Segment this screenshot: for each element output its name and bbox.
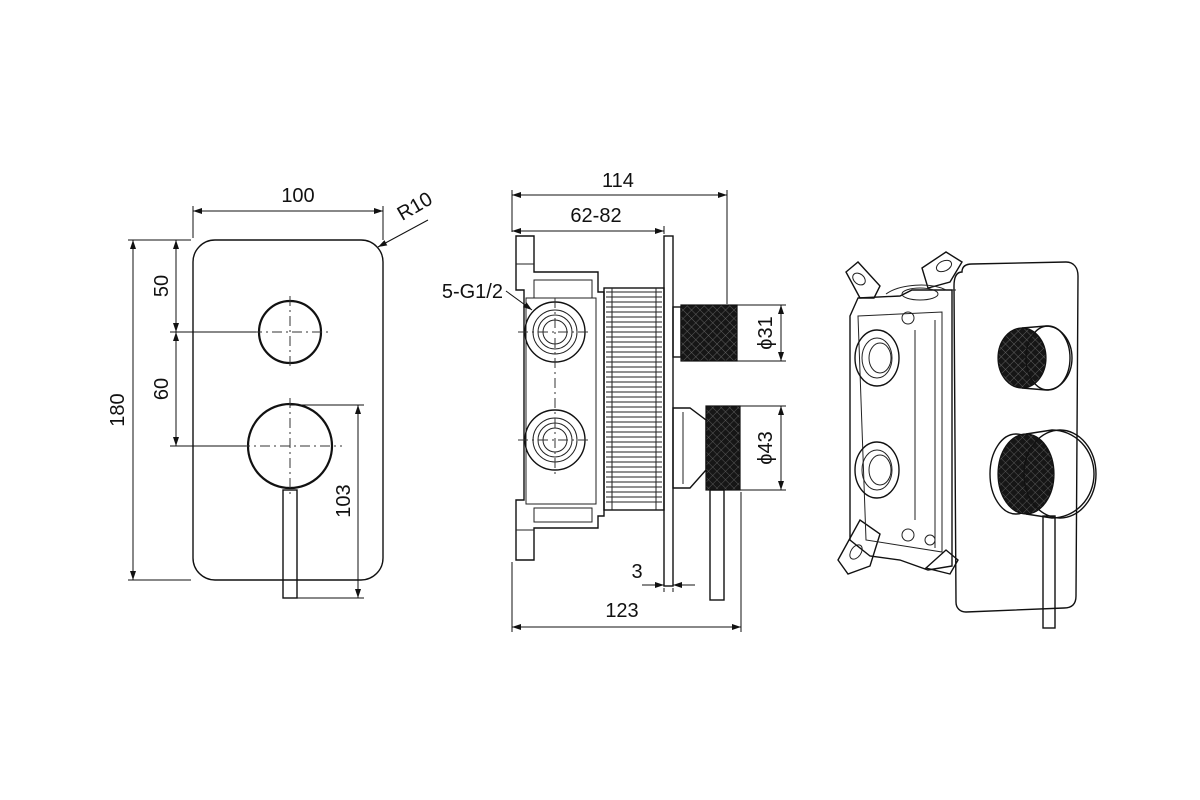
iso-lever-handle — [1042, 515, 1056, 629]
total-depth-label: 123 — [605, 600, 638, 622]
iso-box-body — [849, 284, 953, 571]
top-to-upper-knob-label: 50 — [151, 275, 173, 297]
dimension-knob-spacing: 60 — [151, 332, 246, 447]
iso-upper-knob — [997, 325, 1073, 391]
mounting-ear-top-right — [921, 251, 963, 289]
iso-upper-port — [854, 329, 900, 387]
side-view: 114 62-82 5-G1/2 ϕ31 ϕ43 — [442, 170, 786, 632]
iso-lower-knob — [989, 429, 1097, 519]
plate-thickness-label: 3 — [631, 561, 642, 583]
side-cover-plate — [663, 235, 674, 587]
dimension-knob-to-lever-end: 103 — [290, 404, 364, 599]
iso-body-bosses — [901, 311, 936, 548]
radius-label: R10 — [394, 188, 437, 225]
mounting-ear-bottom-right — [924, 549, 959, 575]
iso-lower-port — [854, 441, 900, 499]
mounting-ear-top-left — [845, 261, 881, 299]
dimension-height: 180 — [107, 239, 191, 581]
upper-knurled-knob — [672, 304, 738, 362]
upper-knob-diameter-label: ϕ31 — [755, 316, 777, 349]
lever-handle-front — [282, 489, 298, 599]
dimension-lower-knob-diameter: ϕ43 — [740, 405, 786, 491]
dimension-total-depth: 123 — [511, 492, 742, 632]
overall-depth-label: 114 — [602, 170, 634, 192]
ports-label: 5-G1/2 — [442, 281, 503, 303]
height-label: 180 — [107, 393, 129, 426]
width-label: 100 — [281, 185, 314, 207]
dimension-upper-knob-diameter: ϕ31 — [737, 304, 786, 362]
front-cover-plate — [192, 239, 384, 581]
valve-body — [515, 235, 605, 561]
dimension-overall-depth: 114 — [511, 170, 728, 304]
adjust-range-label: 62-82 — [570, 205, 621, 227]
ports-callout: 5-G1/2 — [442, 281, 533, 311]
isometric-view — [837, 251, 1097, 629]
lever-handle-side — [709, 489, 725, 601]
dimension-plate-thickness: 3 — [631, 561, 695, 592]
lower-knurled-knob — [672, 405, 741, 491]
mounting-ear-bottom-left — [837, 518, 881, 575]
front-view: 100 R10 180 50 60 — [107, 185, 437, 599]
lower-knob-diameter-label: ϕ43 — [755, 431, 777, 464]
dimension-adjust-range: 62-82 — [512, 205, 665, 234]
threaded-sleeve — [603, 287, 665, 511]
dimension-radius: R10 — [377, 188, 437, 248]
knob-spacing-label: 60 — [151, 378, 173, 400]
dimension-width: 100 — [192, 185, 384, 240]
dimension-top-to-upper-knob: 50 — [151, 240, 256, 333]
knob-to-lever-end-label: 103 — [333, 484, 355, 517]
iso-cover-plate — [953, 261, 1079, 613]
